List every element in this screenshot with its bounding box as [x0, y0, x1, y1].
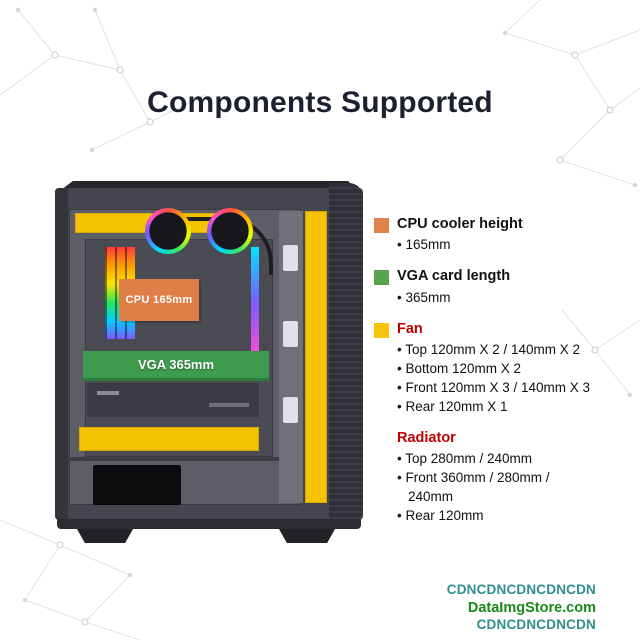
legend-title-fan: Fan [397, 320, 423, 337]
legend-item-radiator: Radiator • Top 280mm / 240mm • Front 360… [374, 430, 586, 526]
power-supply [93, 465, 181, 505]
cpu-clearance-highlight: CPU 165mm [119, 279, 199, 321]
case-top-panel [61, 181, 357, 190]
fan-zone-bottom-highlight [79, 427, 259, 451]
watermark: CDNCDNCDNCDNCDN DataImgStore.com CDNCDNC… [447, 582, 596, 634]
cpu-color-swatch [374, 218, 389, 233]
legend-title-cpu-cooler-height: CPU cooler height [397, 216, 523, 232]
case-rear-edge [55, 188, 68, 520]
page-title: Components Supported [147, 86, 493, 119]
watermark-line: CDNCDNCDNCDN [476, 617, 596, 633]
case-foot [77, 529, 133, 543]
vent-slot [283, 321, 298, 347]
vga-color-swatch [374, 270, 389, 286]
rgb-fan-icon [207, 208, 253, 254]
legend-bullet: • Top 280mm / 240mm [397, 450, 533, 466]
watermark-line: CDNCDNCDNCDNCDN [446, 582, 596, 598]
vga-clearance-highlight: VGA 365mm [83, 351, 269, 381]
vent-slot [283, 397, 298, 423]
legend-item-fan: Fan • Top 120mm X 2 / 140mm X 2 • Bottom… [374, 320, 591, 417]
legend-title-radiator: Radiator [397, 429, 456, 446]
legend-item-cpu: CPU cooler height • 165mm [374, 216, 586, 255]
case-front-mesh-panel [329, 183, 363, 519]
fan-color-swatch [374, 322, 389, 338]
legend-item-vga: VGA card length • 365mm [374, 268, 586, 307]
legend-bullet: • Rear 120mm [397, 507, 484, 523]
pc-case-illustration: CPU 165mm VGA 365mm [55, 181, 363, 553]
legend-bullet: • 365mm [397, 289, 451, 305]
vent-slot [283, 245, 298, 271]
rgb-fan-icon [145, 208, 191, 254]
legend-bullet: • 165mm [397, 237, 451, 253]
case-foot [279, 529, 335, 543]
rgb-light-strip [251, 247, 259, 357]
vga-clearance-label: VGA 365mm [137, 357, 215, 372]
cpu-clearance-label: CPU 165mm [125, 294, 193, 306]
watermark-site-name: DataImgStore.com [467, 600, 596, 616]
legend-bullet: • Top 120mm X 2 / 140mm X 2 [397, 341, 581, 357]
graphics-card [87, 383, 259, 417]
psu-shroud-divider [69, 457, 301, 461]
legend-bullet: • Rear 120mm X 1 [397, 398, 508, 414]
case-base [57, 519, 361, 529]
legend-bullet: • Front 120mm X 3 / 140mm X 3 [397, 379, 591, 395]
legend-bullet: • Front 360mm / 280mm / 240mm [397, 469, 550, 504]
fan-zone-front-highlight [305, 211, 327, 503]
legend: CPU cooler height • 165mm VGA card lengt… [374, 216, 591, 538]
legend-title-vga-card-length: VGA card length [397, 268, 511, 285]
legend-bullet: • Bottom 120mm X 2 [397, 360, 522, 376]
